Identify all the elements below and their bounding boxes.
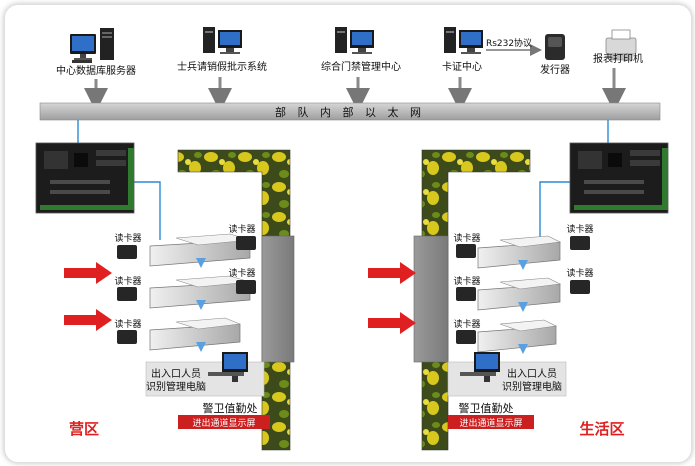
right-zone-label: 生活区 <box>579 420 624 438</box>
svg-text:读卡器: 读卡器 <box>453 232 480 244</box>
server-computer-icon <box>70 28 114 63</box>
entry-arrow-icon <box>64 309 112 331</box>
left-screen-label: 进出通道显示屏 <box>192 417 255 429</box>
svg-text:读卡器: 读卡器 <box>566 267 593 279</box>
card-issuer-icon <box>545 34 565 60</box>
card-reader-icon <box>117 330 137 344</box>
printer-label: 报表打印机 <box>593 52 643 65</box>
right-screen-label: 进出通道显示屏 <box>459 417 522 429</box>
left-guard-label: 警卫值勤处 <box>203 401 258 415</box>
right-guard-label: 警卫值勤处 <box>459 401 514 415</box>
right-pc-label-1: 出入口人员 <box>507 367 557 380</box>
card-reader-icon <box>236 280 256 294</box>
left-turnstiles <box>149 233 251 352</box>
entry-arrow-icon <box>64 262 112 284</box>
card-reader-icon <box>456 287 476 301</box>
left-zone-label: 营区 <box>69 420 99 438</box>
leave-system-computer-icon <box>203 27 242 54</box>
entry-arrows <box>64 262 416 334</box>
left-turnstile-3 <box>149 317 241 352</box>
entry-arrow-icon <box>368 262 416 284</box>
right-display-screen <box>448 415 534 429</box>
card-reader-icon <box>570 280 590 294</box>
access-center-label: 综合门禁管理中心 <box>321 60 401 73</box>
card-readers <box>117 236 590 344</box>
network-cables <box>77 120 609 240</box>
left-management-pc-icon <box>208 352 248 382</box>
card-center-computer-icon <box>444 27 483 54</box>
card-reader-icon <box>117 287 137 301</box>
card-reader-icon <box>456 244 476 258</box>
svg-text:读卡器: 读卡器 <box>453 275 480 287</box>
right-turnstile-3 <box>477 319 557 354</box>
svg-text:读卡器: 读卡器 <box>114 232 141 244</box>
right-pc-label-2: 识别管理电脑 <box>502 380 562 393</box>
svg-text:读卡器: 读卡器 <box>453 318 480 330</box>
card-reader-icon <box>117 245 137 259</box>
server-label: 中心数据库服务器 <box>56 64 136 77</box>
right-pc-label-box <box>447 361 567 397</box>
printer-icon <box>605 29 637 61</box>
left-pc-label-2: 识别管理电脑 <box>146 380 206 393</box>
card-issuer-label: 发行器 <box>540 63 570 76</box>
svg-text:读卡器: 读卡器 <box>228 267 255 279</box>
svg-text:读卡器: 读卡器 <box>228 223 255 235</box>
left-gray-wall <box>261 235 295 363</box>
svg-text:读卡器: 读卡器 <box>114 318 141 330</box>
left-display-screen <box>178 415 270 429</box>
right-turnstile-2 <box>477 277 562 312</box>
ethernet-bus <box>39 102 661 121</box>
leave-system-label: 士兵请销假批示系统 <box>177 60 267 73</box>
svg-text:读卡器: 读卡器 <box>566 223 593 235</box>
card-reader-icon <box>236 236 256 250</box>
ethernet-bus-label: 部 队 内 部 以 太 网 <box>275 105 425 119</box>
card-center-label: 卡证中心 <box>442 60 482 73</box>
entry-arrow-icon <box>368 312 416 334</box>
right-gray-wall <box>413 235 449 363</box>
right-controller-board-icon <box>569 142 669 214</box>
right-turnstiles <box>477 235 562 354</box>
svg-text:读卡器: 读卡器 <box>114 275 141 287</box>
access-center-computer-icon <box>335 27 374 54</box>
left-turnstile-1 <box>149 233 251 268</box>
card-reader-labels: 读卡器 读卡器 读卡器 读卡器 读卡器 读卡器 读卡器 读卡器 读卡器 读卡器 <box>114 223 593 330</box>
card-reader-icon <box>570 236 590 250</box>
rs232-label: Rs232协议 <box>486 37 532 49</box>
device-bus-drops <box>84 68 626 112</box>
right-turnstile-1 <box>477 235 562 270</box>
right-management-pc-icon <box>460 352 500 382</box>
left-pc-label-1: 出入口人员 <box>151 367 201 380</box>
left-turnstile-2 <box>149 275 251 310</box>
left-controller-board-icon <box>35 142 135 214</box>
diagram-frame <box>4 4 692 463</box>
card-reader-icon <box>456 330 476 344</box>
